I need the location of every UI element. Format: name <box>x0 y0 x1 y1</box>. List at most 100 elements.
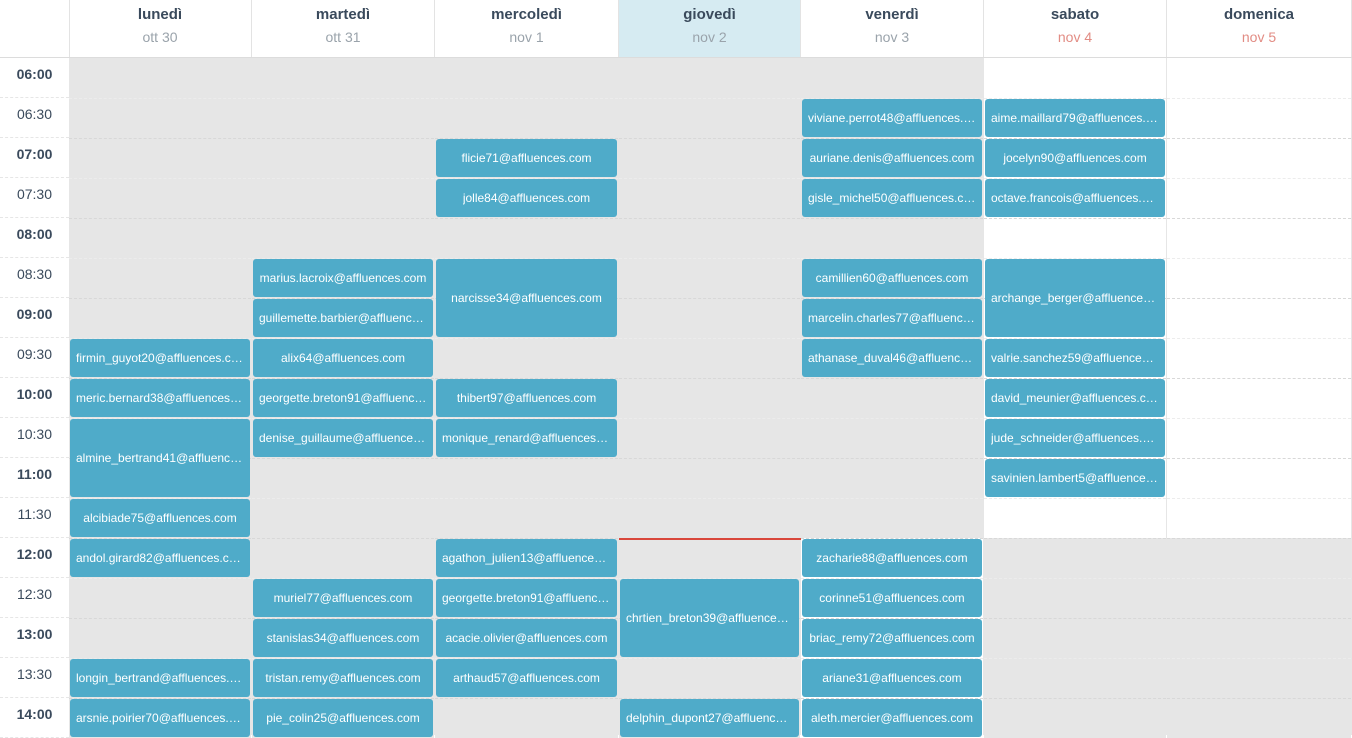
booking-event[interactable]: marius.lacroix@affluences.com <box>253 259 433 297</box>
unavailable-slot <box>984 658 1166 698</box>
booking-event[interactable]: thibert97@affluences.com <box>436 379 617 417</box>
booking-event[interactable]: monique_renard@affluences.com <box>436 419 617 457</box>
unavailable-slot <box>252 498 434 538</box>
booking-event[interactable]: georgette.breton91@affluences.com <box>253 379 433 417</box>
unavailable-slot <box>435 498 618 538</box>
available-slot[interactable] <box>1167 138 1351 178</box>
available-slot[interactable] <box>984 498 1166 538</box>
booking-event[interactable]: arsnie.poirier70@affluences.com <box>70 699 250 737</box>
booking-event[interactable]: aleth.mercier@affluences.com <box>802 699 982 737</box>
available-slot[interactable] <box>1167 298 1351 338</box>
available-slot[interactable] <box>1167 258 1351 298</box>
unavailable-slot <box>435 58 618 98</box>
booking-event[interactable]: marcelin.charles77@affluences.com <box>802 299 982 337</box>
unavailable-slot <box>69 258 251 298</box>
booking-event[interactable]: acacie.olivier@affluences.com <box>436 619 617 657</box>
booking-email: denise_guillaume@affluences.com <box>259 431 427 445</box>
booking-event[interactable]: octave.francois@affluences.com <box>985 179 1165 217</box>
unavailable-slot <box>69 298 251 338</box>
booking-event[interactable]: ariane31@affluences.com <box>802 659 982 697</box>
day-header-1[interactable]: martedì ott 31 <box>252 0 435 57</box>
unavailable-slot <box>801 418 983 458</box>
available-slot[interactable] <box>1167 178 1351 218</box>
booking-event[interactable]: muriel77@affluences.com <box>253 579 433 617</box>
booking-event[interactable]: stanislas34@affluences.com <box>253 619 433 657</box>
booking-event[interactable]: alix64@affluences.com <box>253 339 433 377</box>
booking-event[interactable]: agathon_julien13@affluences.com <box>436 539 617 577</box>
available-slot[interactable] <box>1167 338 1351 378</box>
available-slot[interactable] <box>1167 458 1351 498</box>
booking-event[interactable]: georgette.breton91@affluences.com <box>436 579 617 617</box>
day-name: martedì <box>315 6 371 23</box>
booking-event[interactable]: guillemette.barbier@affluences.com <box>253 299 433 337</box>
available-slot[interactable] <box>984 218 1166 258</box>
booking-email: georgette.breton91@affluences.com <box>259 391 427 405</box>
booking-event[interactable]: arthaud57@affluences.com <box>436 659 617 697</box>
booking-email: arsnie.poirier70@affluences.com <box>76 711 244 725</box>
booking-email: valrie.sanchez59@affluences.com <box>991 351 1159 365</box>
day-column-0: firmin_guyot20@affluences.com meric.berna… <box>69 58 252 738</box>
unavailable-slot <box>69 578 251 618</box>
available-slot[interactable] <box>1167 498 1351 538</box>
day-name: giovedì <box>683 6 736 23</box>
booking-event[interactable]: auriane.denis@affluences.com <box>802 139 982 177</box>
booking-event[interactable]: andol.girard82@affluences.com <box>70 539 250 577</box>
booking-event[interactable]: longin_bertrand@affluences.com <box>70 659 250 697</box>
booking-event[interactable]: valrie.sanchez59@affluences.com <box>985 339 1165 377</box>
booking-event[interactable]: viviane.perrot48@affluences.com <box>802 99 982 137</box>
time-label: 14:00 <box>0 698 69 738</box>
unavailable-slot <box>435 338 618 378</box>
day-name: venerdì <box>865 6 919 23</box>
booking-event[interactable]: zacharie88@affluences.com <box>802 539 982 577</box>
booking-event[interactable]: savinien.lambert5@affluences.com <box>985 459 1165 497</box>
day-date: ott 31 <box>325 29 361 45</box>
booking-event[interactable]: chrtien_breton39@affluences.com <box>620 579 799 657</box>
booking-event[interactable]: aime.maillard79@affluences.com <box>985 99 1165 137</box>
booking-event[interactable]: jolle84@affluences.com <box>436 179 617 217</box>
booking-event[interactable]: briac_remy72@affluences.com <box>802 619 982 657</box>
booking-email: octave.francois@affluences.com <box>991 191 1159 205</box>
booking-event[interactable]: tristan.remy@affluences.com <box>253 659 433 697</box>
current-time-indicator <box>619 538 801 540</box>
booking-event[interactable]: jocelyn90@affluences.com <box>985 139 1165 177</box>
booking-event[interactable]: alcibiade75@affluences.com <box>70 499 250 537</box>
day-column-6 <box>1167 58 1352 738</box>
available-slot[interactable] <box>1167 58 1351 98</box>
available-slot[interactable] <box>984 58 1166 98</box>
available-slot[interactable] <box>1167 378 1351 418</box>
time-label: 08:30 <box>0 258 69 298</box>
booking-event[interactable]: david_meunier@affluences.com <box>985 379 1165 417</box>
available-slot[interactable] <box>1167 418 1351 458</box>
booking-event[interactable]: athanase_duval46@affluences.com <box>802 339 982 377</box>
time-label: 11:30 <box>0 498 69 538</box>
unavailable-slot <box>1167 618 1351 658</box>
booking-email: marius.lacroix@affluences.com <box>259 271 427 285</box>
unavailable-slot <box>984 538 1166 578</box>
unavailable-slot <box>69 178 251 218</box>
booking-event[interactable]: jude_schneider@affluences.com <box>985 419 1165 457</box>
booking-event[interactable]: flicie71@affluences.com <box>436 139 617 177</box>
booking-event[interactable]: narcisse34@affluences.com <box>436 259 617 337</box>
booking-event[interactable]: pie_colin25@affluences.com <box>253 699 433 737</box>
booking-event[interactable]: camillien60@affluences.com <box>802 259 982 297</box>
booking-event[interactable]: firmin_guyot20@affluences.com <box>70 339 250 377</box>
booking-event[interactable]: gisle_michel50@affluences.com <box>802 179 982 217</box>
booking-event[interactable]: corinne51@affluences.com <box>802 579 982 617</box>
booking-event[interactable]: archange_berger@affluences.com <box>985 259 1165 337</box>
available-slot[interactable] <box>1167 98 1351 138</box>
booking-email: meric.bernard38@affluences.com <box>76 391 244 405</box>
booking-event[interactable]: almine_bertrand41@affluences.com <box>70 419 250 497</box>
booking-email: athanase_duval46@affluences.com <box>808 351 976 365</box>
booking-event[interactable]: meric.bernard38@affluences.com <box>70 379 250 417</box>
available-slot[interactable] <box>1167 218 1351 258</box>
booking-event[interactable]: denise_guillaume@affluences.com <box>253 419 433 457</box>
booking-event[interactable]: delphin_dupont27@affluences.com <box>620 699 799 737</box>
